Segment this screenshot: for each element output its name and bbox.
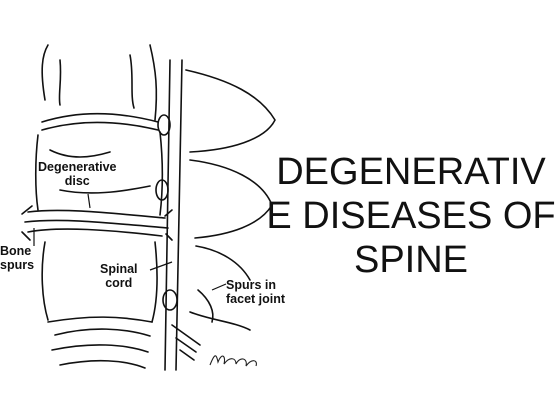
label-bone-spurs: Bone spurs	[0, 244, 34, 272]
label-facet-spurs-line2: facet joint	[226, 292, 286, 306]
label-spinal-cord-line1: Spinal	[100, 262, 138, 276]
bone-spur-zone	[21, 205, 173, 241]
slide-title-line3: SPINE	[353, 239, 469, 281]
label-facet-spurs: Spurs in facet joint	[226, 278, 285, 306]
artist-signature	[209, 355, 257, 367]
label-degenerative-disc-line1: Degenerative	[38, 160, 117, 174]
callout-lines	[33, 193, 227, 291]
label-degenerative-disc-line2: disc	[64, 174, 90, 188]
posterior-elements	[171, 69, 276, 361]
lower-vertebra	[41, 241, 158, 369]
label-bone-spurs-line1: Bone	[0, 244, 32, 258]
slide-title: DEGENERATIV E DISEASES OF SPINE	[262, 150, 560, 282]
label-bone-spurs-line2: spurs	[0, 258, 35, 272]
label-spinal-cord-line2: cord	[105, 276, 133, 290]
slide-title-line1: DEGENERATIV	[276, 151, 546, 193]
label-facet-spurs-line1: Spurs in	[226, 278, 277, 292]
slide-title-line2: E DISEASES OF	[266, 195, 556, 237]
upper-vertebra	[41, 44, 159, 131]
label-degenerative-disc: Degenerative disc	[38, 160, 117, 188]
label-spinal-cord: Spinal cord	[100, 262, 138, 290]
degenerative-disc	[34, 131, 164, 216]
spinal-cord	[155, 59, 183, 371]
